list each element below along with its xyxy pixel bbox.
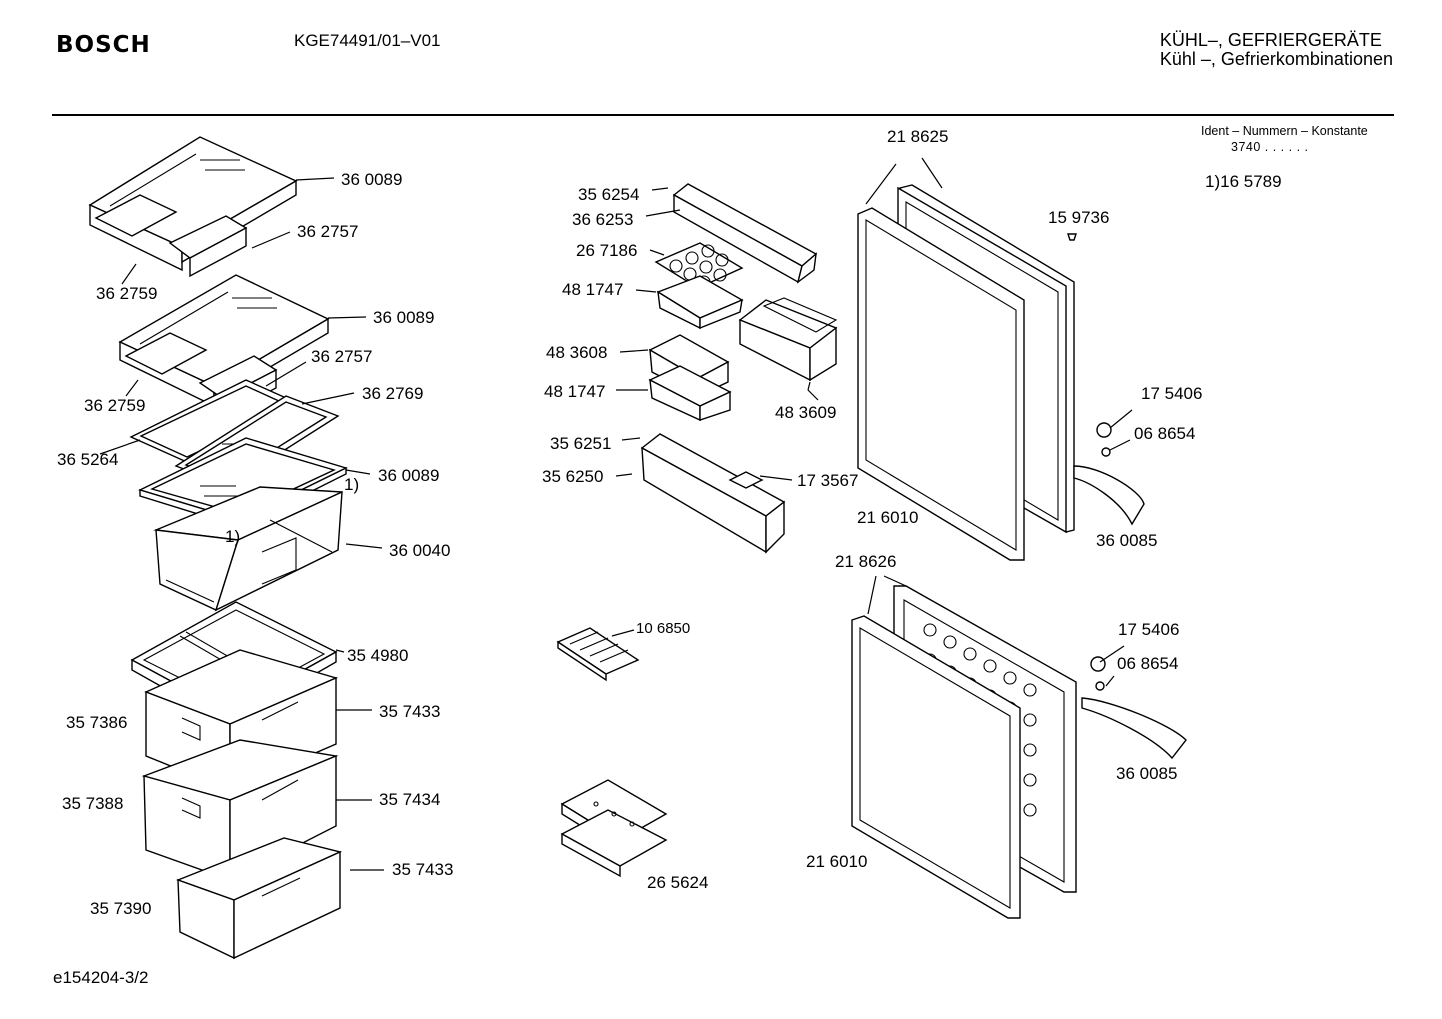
part-label: 36 2757 — [297, 222, 359, 241]
part-label: 36 0040 — [389, 541, 451, 560]
part-label: 36 6253 — [572, 210, 634, 229]
part-label: 06 8654 — [1117, 654, 1179, 673]
part-label: 21 6010 — [857, 508, 919, 527]
footnote-marker: 1) — [225, 527, 241, 546]
dairy-compartment — [738, 297, 838, 382]
part-label: 21 8626 — [835, 552, 897, 571]
part-label: 48 1747 — [544, 382, 606, 401]
part-label: 48 3608 — [546, 343, 608, 362]
part-label: 17 5406 — [1118, 620, 1180, 639]
door-bin-small-1 — [656, 275, 744, 330]
part-label: 36 0085 — [1116, 764, 1178, 783]
part-label: 06 8654 — [1134, 424, 1196, 443]
egg-tray — [654, 242, 744, 289]
drawing-id: e154204-3/2 — [53, 968, 149, 987]
part-label: 35 7433 — [379, 702, 441, 721]
part-label: 36 2759 — [96, 284, 158, 303]
part-label: 17 3567 — [797, 471, 859, 490]
part-label: 10 6850 — [636, 620, 691, 637]
fridge-door-gasket — [857, 207, 1025, 561]
part-label: 35 4980 — [347, 646, 409, 665]
part-label: 35 7390 — [90, 899, 152, 918]
part-label: 26 5624 — [647, 873, 709, 892]
fridge-shelf-top — [88, 136, 298, 278]
ident-value: 3740 . . . . . . — [1231, 140, 1309, 154]
footnote-marker: 1) — [344, 475, 360, 494]
category-line-1: KÜHL–, GEFRIERGERÄTE — [1159, 30, 1382, 50]
part-label: 35 6254 — [578, 185, 640, 204]
part-label: 36 0089 — [341, 170, 403, 189]
part-label: 21 6010 — [806, 852, 868, 871]
part-label: 21 8625 — [887, 127, 949, 146]
part-label: 36 2757 — [311, 347, 373, 366]
model-number: KGE74491/01–V01 — [294, 31, 441, 50]
door-bin-small-3 — [648, 365, 732, 422]
part-label: 35 7388 — [62, 794, 124, 813]
part-label: 36 2759 — [84, 396, 146, 415]
leader-lines — [99, 157, 1133, 871]
cold-packs — [560, 779, 668, 878]
ident-header: Ident – Nummern – Konstante — [1201, 124, 1368, 138]
part-label: 35 7434 — [379, 790, 441, 809]
part-label: 36 0089 — [373, 308, 435, 327]
part-label: 35 6250 — [542, 467, 604, 486]
part-label: 36 0089 — [378, 466, 440, 485]
door-bin-bottle-upper — [672, 183, 818, 284]
part-label: 48 3609 — [775, 403, 837, 422]
part-label: 17 5406 — [1141, 384, 1203, 403]
header-divider — [52, 114, 1394, 116]
constant-note: 1)16 5789 — [1205, 172, 1282, 191]
freezer-door-gasket — [851, 615, 1021, 919]
fridge-door-handle — [1067, 233, 1145, 526]
part-label: 35 7386 — [66, 713, 128, 732]
freezer-drawer-bottom — [176, 837, 343, 960]
part-label: 36 5264 — [57, 450, 119, 469]
freezer-door-handle — [1081, 656, 1187, 760]
part-label: 48 1747 — [562, 280, 624, 299]
category-line-2: Kühl –, Gefrierkombinationen — [1159, 49, 1393, 69]
part-label: 26 7186 — [576, 241, 638, 260]
category-title: KÜHL–, GEFRIERGERÄTE Kühl –, Gefrierkomb… — [1160, 31, 1393, 69]
door-bin-bottle-lower — [640, 433, 786, 554]
brand-logo: BOSCH — [56, 32, 151, 58]
part-label: 15 9736 — [1048, 208, 1110, 227]
vegetable-crisper — [153, 486, 343, 612]
part-label: 35 7433 — [392, 860, 454, 879]
part-label: 36 2769 — [362, 384, 424, 403]
ice-cube-tray — [556, 627, 640, 682]
part-label: 35 6251 — [550, 434, 612, 453]
part-label: 36 0085 — [1096, 531, 1158, 550]
